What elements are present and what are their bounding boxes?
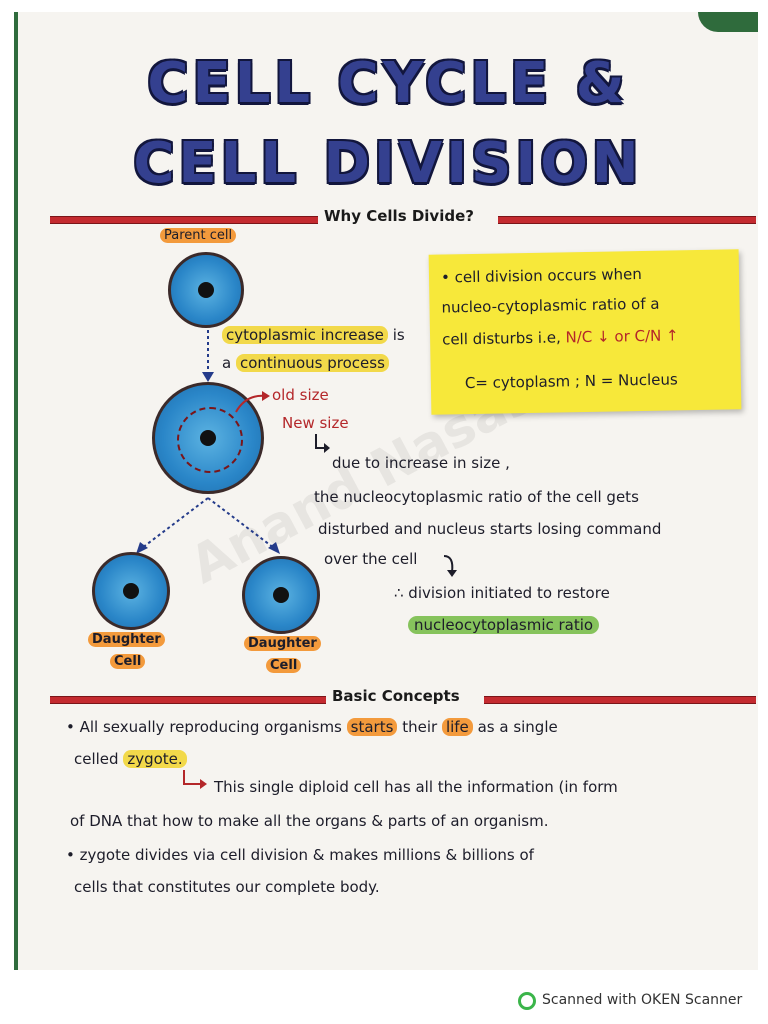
heading-rule-left [50,216,318,224]
basic-line-4: of DNA that how to make all the organs &… [70,812,549,830]
old-size-ring [177,407,243,473]
sticky-note: • cell division occurs when nucleo-cytop… [428,249,742,415]
daughter-cell-left [92,552,170,630]
heading-rule-right [498,216,756,224]
para-line-5: ∴ division initiated to restore [394,584,610,602]
cyto-increase-line2: a continuous process [222,354,389,372]
scanner-footer: Scanned with OKEN Scanner [542,992,743,1008]
section-heading-basic: Basic Concepts [50,687,756,711]
new-size-label: New size [282,414,349,432]
note-line-1: • cell division occurs when [440,265,642,287]
arrow-down-icon [202,330,214,382]
title-line-1: CELL CYCLE & [147,51,629,116]
note-line-3: cell disturbs i.e, N/C ↓ or C/N ↑ [441,326,679,349]
daughter-nucleus-right [273,587,289,603]
enlarged-nucleus [200,430,216,446]
daughter-label-right-2: Cell [266,658,302,673]
para-line-2: the nucleocytoplasmic ratio of the cell … [314,488,639,506]
parent-cell-label: Parent cell [160,228,237,243]
daughter-label-right-1: Daughter [244,636,321,651]
note-line-4: C= cytoplasm ; N = Nucleus [464,370,678,393]
old-size-arrow-icon [235,391,270,413]
scanner-logo-icon [518,992,536,1010]
cyto-increase-line1: cytoplasmic increase is [222,326,405,344]
daughter-label-left-2: Cell [110,654,146,669]
hook-arrow-icon [315,434,330,453]
basic-line-3: This single diploid cell has all the inf… [214,778,618,796]
section-title-basic: Basic Concepts [328,687,464,705]
notebook-page: Anand Nasastik CELL CYCLE & CELL DIVISIO… [14,12,758,970]
curve-arrow-icon [443,555,457,577]
para-line-1: due to increase in size , [332,454,510,472]
parent-nucleus [198,282,214,298]
split-arrows-icon [136,497,280,554]
basic-line-5: • zygote divides via cell division & mak… [66,846,534,864]
title-line-2: CELL DIVISION [133,131,643,196]
heading-rule-left-2 [50,696,326,704]
basic-line-2: celled zygote. [74,750,187,768]
section-heading-why: Why Cells Divide? [50,207,756,231]
daughter-label-left-1: Daughter [88,632,165,647]
enlarged-cell [152,382,264,494]
para-line-3: disturbed and nucleus starts losing comm… [318,520,662,538]
parent-cell [168,252,244,328]
daughter-cell-right [242,556,320,634]
daughter-nucleus-left [123,583,139,599]
basic-line-1: • All sexually reproducing organisms sta… [66,718,558,736]
old-size-label: old size [272,386,329,404]
para-line-6: nucleocytoplasmic ratio [408,616,600,634]
basic-line-6: cells that constitutes our complete body… [74,878,380,896]
para-line-4: over the cell [324,550,418,568]
page-corner [698,12,758,32]
zygote-arrow-icon [183,770,207,789]
section-title-why: Why Cells Divide? [320,207,478,225]
note-line-2: nucleo-cytoplasmic ratio of a [441,294,660,317]
heading-rule-right-2 [484,696,756,704]
